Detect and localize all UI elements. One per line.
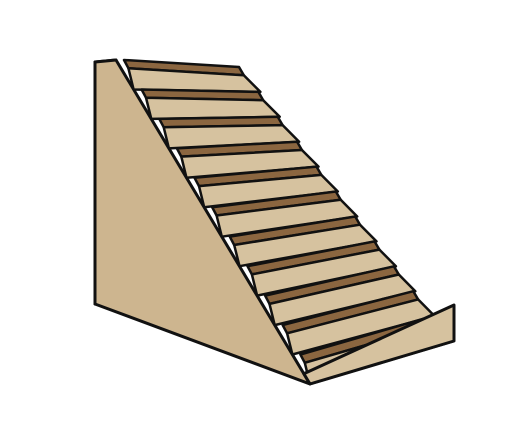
step-2-riser: [144, 96, 281, 121]
step-6-riser: [215, 198, 359, 238]
base-front-face: [302, 303, 456, 386]
staircase-steps: [122, 58, 456, 386]
step-7-riser: [232, 223, 378, 268]
step-4-riser: [180, 148, 320, 180]
side-panel: [93, 58, 312, 386]
step-5-riser: [197, 173, 340, 209]
step-8-riser: [250, 248, 398, 297]
step-1-riser: [127, 66, 262, 94]
step-9-riser: [268, 273, 417, 327]
staircase-side-panels: [93, 58, 312, 386]
